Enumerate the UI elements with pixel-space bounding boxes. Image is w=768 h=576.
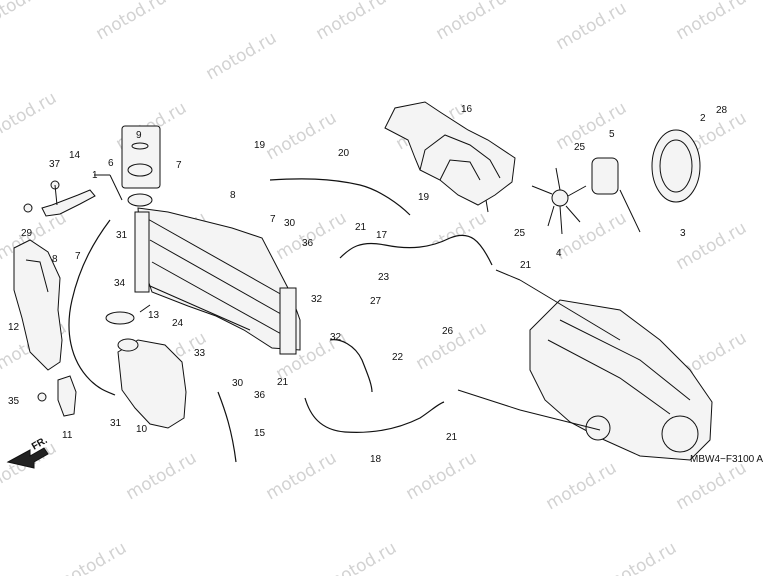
part-number-label: 7 (270, 214, 276, 225)
side-cover-part (13, 239, 63, 371)
fan-shroud-part (651, 129, 701, 203)
part-number-label: 3 (680, 228, 686, 239)
bracket-part (23, 180, 96, 217)
part-number-label: 25 (514, 228, 526, 239)
part-number-label: 1 (92, 170, 98, 181)
part-number-label: 35 (8, 396, 20, 407)
watermark: motod.ru (553, 0, 631, 54)
watermark: motod.ru (93, 0, 171, 44)
part-number-label: 30 (284, 218, 296, 229)
overflow-hose-15 (217, 391, 237, 463)
part-number-label: 31 (110, 418, 122, 429)
part-number-label: 9 (136, 130, 142, 141)
watermark: motod.ru (553, 98, 631, 154)
watermark: motod.ru (673, 458, 751, 514)
part-number-label: 27 (370, 296, 382, 307)
watermark: motod.ru (263, 448, 341, 504)
shroud-part (384, 101, 516, 213)
watermark: motod.ru (0, 0, 50, 34)
part-number-label: 7 (176, 160, 182, 171)
watermark-layer: motod.ru motod.ru motod.ru motod.ru moto… (0, 0, 750, 576)
part-number-label: 24 (172, 318, 184, 329)
part-number-label: 34 (114, 278, 126, 289)
part-number-label: 29 (21, 228, 33, 239)
part-number-label: 18 (370, 454, 382, 465)
fan-motor-part (591, 157, 641, 233)
part-number-label: 28 (716, 105, 728, 116)
part-number-label: 32 (330, 332, 342, 343)
part-number-label: 11 (62, 430, 73, 441)
watermark: motod.ru (0, 88, 60, 144)
part-number-label: 32 (311, 294, 323, 305)
cap-assembly-part (121, 125, 161, 207)
leader-lines (94, 174, 621, 431)
part-number-label: 17 (376, 230, 388, 241)
watermark: motod.ru (673, 0, 751, 44)
watermark: motod.ru (433, 0, 511, 44)
watermark: motod.ru (53, 538, 131, 576)
radiator-part (134, 207, 301, 355)
part-number-label: 37 (49, 159, 61, 170)
part-number-label: 2 (700, 113, 706, 124)
part-number-label: 36 (254, 390, 266, 401)
watermark: motod.ru (123, 448, 201, 504)
part-number-label: 30 (232, 378, 244, 389)
part-number-label: 19 (418, 192, 430, 203)
diagram-code: MBW4−F3100 A (690, 454, 763, 465)
part-number-label: 14 (69, 150, 81, 161)
watermark: motod.ru (263, 108, 341, 164)
part-number-label: 36 (302, 238, 314, 249)
part-number-label: 23 (378, 272, 390, 283)
part-number-label: 19 (254, 140, 266, 151)
part-number-label: 21 (520, 260, 532, 271)
hose-22 (329, 339, 373, 393)
part-number-label: 33 (194, 348, 206, 359)
part-number-label: 21 (355, 222, 367, 233)
watermark: motod.ru (323, 538, 401, 576)
watermark: motod.ru (403, 448, 481, 504)
part-number-label: 21 (446, 432, 458, 443)
part-number-label: 25 (574, 142, 586, 153)
part-number-label: 8 (52, 254, 58, 265)
part-number-label: 8 (230, 190, 236, 201)
part-number-label: 22 (392, 352, 404, 363)
overflow-tube (68, 219, 116, 396)
hose-18 (304, 397, 445, 433)
part-number-label: 7 (75, 251, 81, 262)
part-number-label: 15 (254, 428, 266, 439)
watermark: motod.ru (553, 208, 631, 264)
part-number-label: 10 (136, 424, 148, 435)
part-number-label: 31 (116, 230, 128, 241)
engine-part (529, 299, 713, 461)
watermark: motod.ru (673, 218, 751, 274)
part-number-label: 21 (277, 377, 289, 388)
front-direction-arrow (6, 447, 49, 469)
part-number-label: 5 (609, 129, 615, 140)
part-number-label: 16 (461, 104, 473, 115)
hose-17 (339, 234, 493, 266)
part-number-label: 13 (148, 310, 160, 321)
reservoir-tank-part (117, 338, 187, 429)
fan-part (531, 167, 587, 235)
watermark: motod.ru (273, 208, 351, 264)
part-number-label: 6 (108, 158, 114, 169)
watermark: motod.ru (313, 0, 391, 44)
part-number-label: 4 (556, 248, 562, 259)
part-number-label: 26 (442, 326, 454, 337)
part-number-label: 20 (338, 148, 350, 159)
watermark: motod.ru (203, 28, 281, 84)
watermark: motod.ru (603, 538, 681, 576)
hose-20 (269, 178, 411, 216)
reservoir-cap-part (105, 311, 135, 325)
bracket-small-part (37, 375, 77, 417)
watermark: motod.ru (543, 458, 621, 514)
part-number-label: 12 (8, 322, 20, 333)
